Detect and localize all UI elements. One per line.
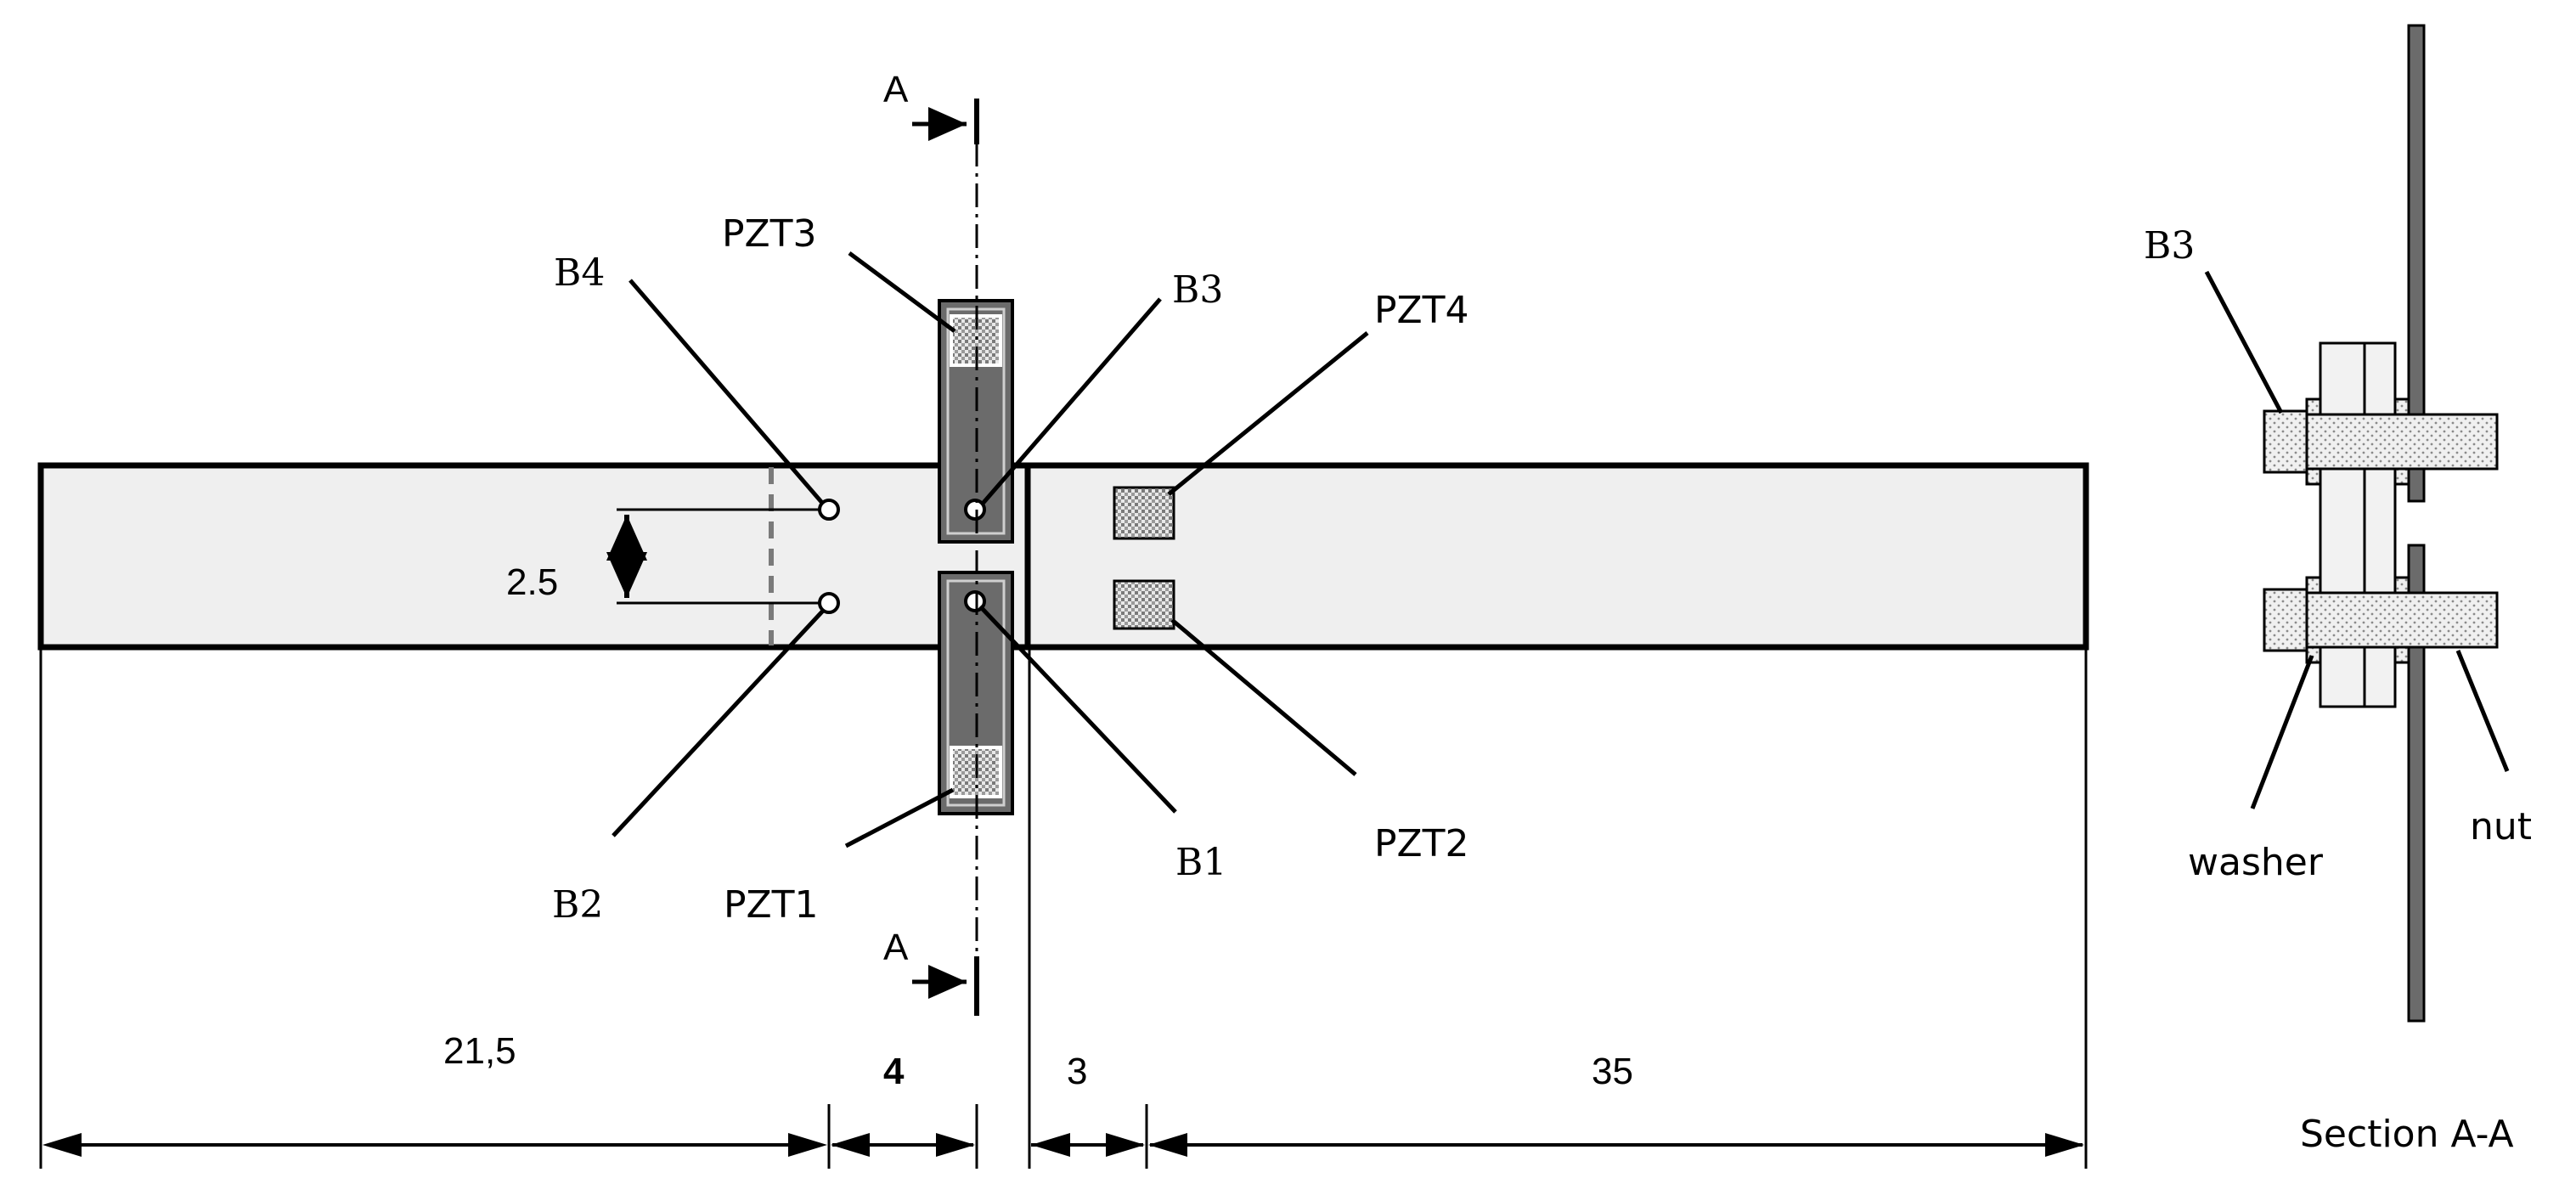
b3-leader	[980, 297, 1162, 506]
b2-label: B2	[552, 883, 603, 927]
section-joint-plate-a	[2319, 341, 2366, 708]
dim-35-arrow-right	[2045, 1133, 2084, 1157]
section-bolt-upper-head	[2263, 409, 2308, 474]
bolt-b4-hole	[818, 499, 840, 521]
section-nut-leader	[2455, 650, 2510, 772]
bolt-b3-hole	[964, 499, 986, 521]
dim-35-arrow-left	[1148, 1133, 1187, 1157]
pzt3-leader	[848, 251, 956, 334]
section-nut-label: nut	[2470, 805, 2532, 848]
b1-label: B1	[1175, 841, 1226, 884]
b4-leader	[628, 279, 824, 504]
pzt1-label: PZT1	[724, 883, 819, 927]
pzt2-label: PZT2	[1374, 822, 1469, 865]
section-washer-leader	[2250, 655, 2314, 809]
b2-leader	[612, 608, 826, 837]
dim-3-arrow-right	[1106, 1133, 1145, 1157]
left-beam	[37, 462, 1040, 651]
spacing-value: 2.5	[506, 561, 558, 603]
section-b3-leader	[2204, 270, 2284, 414]
section-label-bottom: A	[883, 927, 909, 968]
section-beam-lower	[2407, 544, 2426, 1023]
b1-leader	[978, 605, 1177, 814]
section-view: B3 washer nut Section A-A	[2144, 24, 2532, 1156]
dim-4-arrow-left	[831, 1133, 870, 1157]
b3-label: B3	[1172, 268, 1223, 312]
dim-3-value: 3	[1067, 1051, 1087, 1092]
right-beam	[1024, 462, 2089, 651]
pzt3-label: PZT3	[722, 212, 817, 256]
section-beam-upper	[2407, 24, 2426, 503]
dim-3-arrow-left	[1031, 1133, 1070, 1157]
section-title: Section A-A	[2300, 1113, 2514, 1156]
section-joint-plate-b	[2363, 341, 2397, 708]
pzt2-sensor	[1113, 579, 1175, 630]
dim-21-5-arrow-left	[42, 1133, 82, 1157]
dim-21-5-value: 21,5	[443, 1030, 516, 1072]
pzt2-leader	[1170, 618, 1357, 776]
bolt-b1-hole	[964, 590, 986, 612]
pzt1-leader	[844, 787, 955, 848]
section-washer-label: washer	[2188, 841, 2324, 884]
dim-35-value: 35	[1592, 1051, 1633, 1092]
pzt4-leader	[1167, 331, 1369, 496]
dim-21-5-arrow-right	[788, 1133, 827, 1157]
section-bolt-upper-shank	[2305, 413, 2499, 471]
pzt4-sensor	[1113, 486, 1175, 540]
b4-label: B4	[554, 251, 605, 295]
section-bolt-lower-shank	[2305, 591, 2499, 649]
section-b3-label: B3	[2144, 224, 2195, 268]
dim-4-value: 4	[883, 1051, 905, 1092]
pzt4-label: PZT4	[1374, 289, 1469, 332]
section-label-top: A	[883, 69, 909, 110]
section-bolt-lower-head	[2263, 588, 2308, 652]
dim-4-arrow-right	[936, 1133, 975, 1157]
